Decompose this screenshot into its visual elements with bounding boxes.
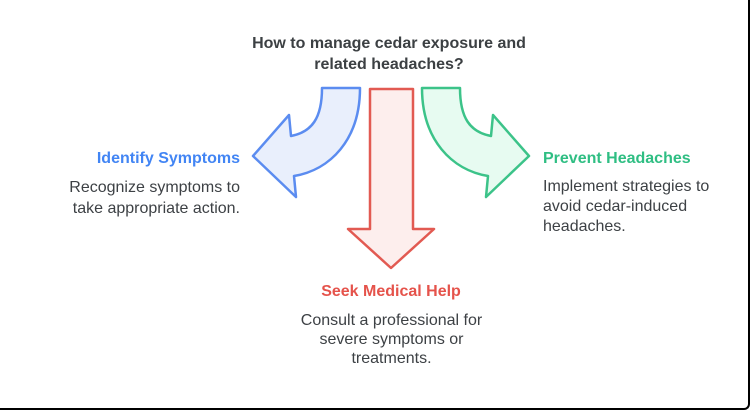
identify-symptoms-description: Recognize symptoms to take appropriate a… — [69, 179, 240, 217]
curved-arrow-left-icon — [251, 86, 362, 199]
curved-arrow-right-icon — [420, 86, 531, 199]
prevent-headaches-description: Implement strategies to avoid cedar-indu… — [543, 178, 710, 235]
seek-medical-help-label: Seek Medical Help — [321, 283, 461, 300]
identify-symptoms-label: Identify Symptoms — [96, 150, 240, 167]
diagram-title: How to manage cedar exposure and related… — [252, 35, 526, 73]
prevent-headaches-label: Prevent Headaches — [543, 150, 691, 167]
seek-medical-help-description: Consult a professional for severe sympto… — [300, 312, 483, 367]
straight-arrow-down-icon — [346, 87, 436, 270]
